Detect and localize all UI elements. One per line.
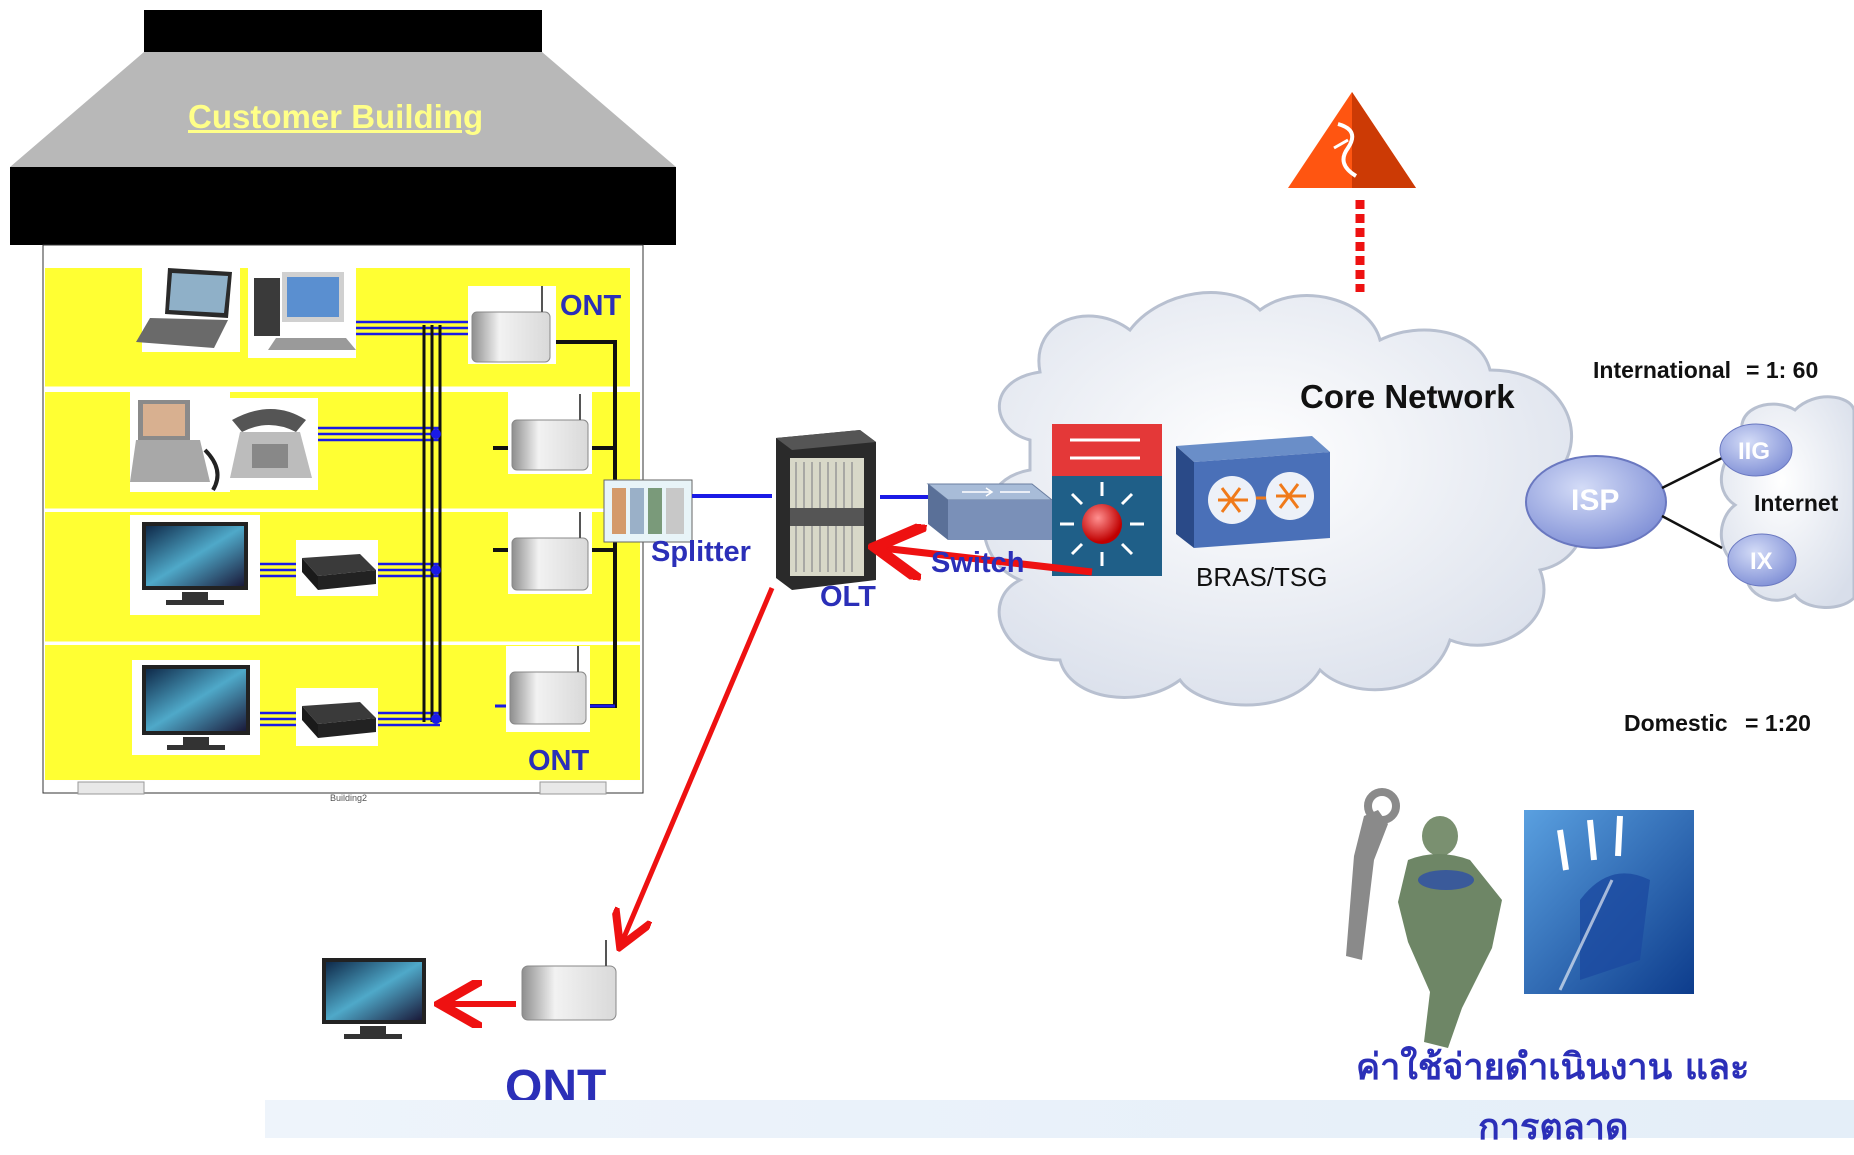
core-network-label: Core Network: [1300, 378, 1515, 415]
ix-node: [1727, 533, 1797, 587]
desk-phone-icon: [226, 398, 318, 490]
building-footer-text: Building2: [330, 793, 368, 803]
pyramid-icon: [1288, 92, 1416, 188]
international-ratio: = 1: 60: [1746, 357, 1819, 383]
ont-device-icon: [508, 512, 592, 594]
building-title: Customer Building: [188, 98, 484, 135]
bras-label: BRAS/TSG: [1196, 562, 1328, 592]
ont-device-icon: [521, 940, 617, 1021]
tv-icon: [132, 660, 260, 755]
router-icon: [1052, 424, 1162, 576]
splitter-icon: [603, 479, 693, 543]
red-arrow-olt-ont: [622, 587, 775, 942]
red-arrow-router-olt: [882, 548, 1093, 572]
opex-line-1: ค่าใช้จ่ายดำเนินงาน และ: [1356, 1047, 1750, 1088]
domestic-label: Domestic: [1624, 710, 1728, 736]
set-top-box-icon: [296, 540, 378, 596]
video-phone-icon: [130, 392, 230, 492]
olt-label: OLT: [820, 581, 876, 613]
ont-device-icon: [508, 392, 592, 474]
switch-icon: [926, 483, 1054, 540]
tv-icon: [130, 515, 260, 615]
mechanic-icon: [1346, 788, 1502, 1048]
olt-chassis-icon: [776, 430, 876, 590]
building-chimney: [144, 10, 542, 52]
iig-node: [1719, 423, 1793, 477]
desktop-pc-icon: [248, 262, 356, 358]
iig-label: IIG: [1738, 438, 1771, 465]
building-roof: [10, 52, 676, 167]
splitter-label: Splitter: [651, 536, 751, 568]
ont-device-icon: [506, 646, 590, 732]
international-label: International: [1593, 357, 1732, 383]
ix-label: IX: [1750, 548, 1773, 575]
opex-line-2: การตลาด: [1478, 1107, 1629, 1148]
internet-label: Internet: [1754, 490, 1839, 516]
bottom-band: [265, 1100, 1854, 1138]
tv-icon: [322, 958, 426, 1039]
ont-bottom-label: ONT: [528, 745, 590, 777]
domestic-ratio: = 1:20: [1745, 710, 1811, 736]
building-roof-band: [10, 167, 676, 245]
bras-icon: [1176, 436, 1330, 548]
ont-top-label: ONT: [560, 290, 622, 322]
clock-icon: [1524, 810, 1694, 994]
ont-device-icon: [468, 286, 556, 364]
isp-node: [1525, 455, 1667, 549]
isp-label: ISP: [1571, 484, 1620, 517]
switch-label: Switch: [931, 547, 1025, 579]
laptop-icon: [136, 262, 240, 352]
set-top-box-icon: [296, 688, 378, 746]
